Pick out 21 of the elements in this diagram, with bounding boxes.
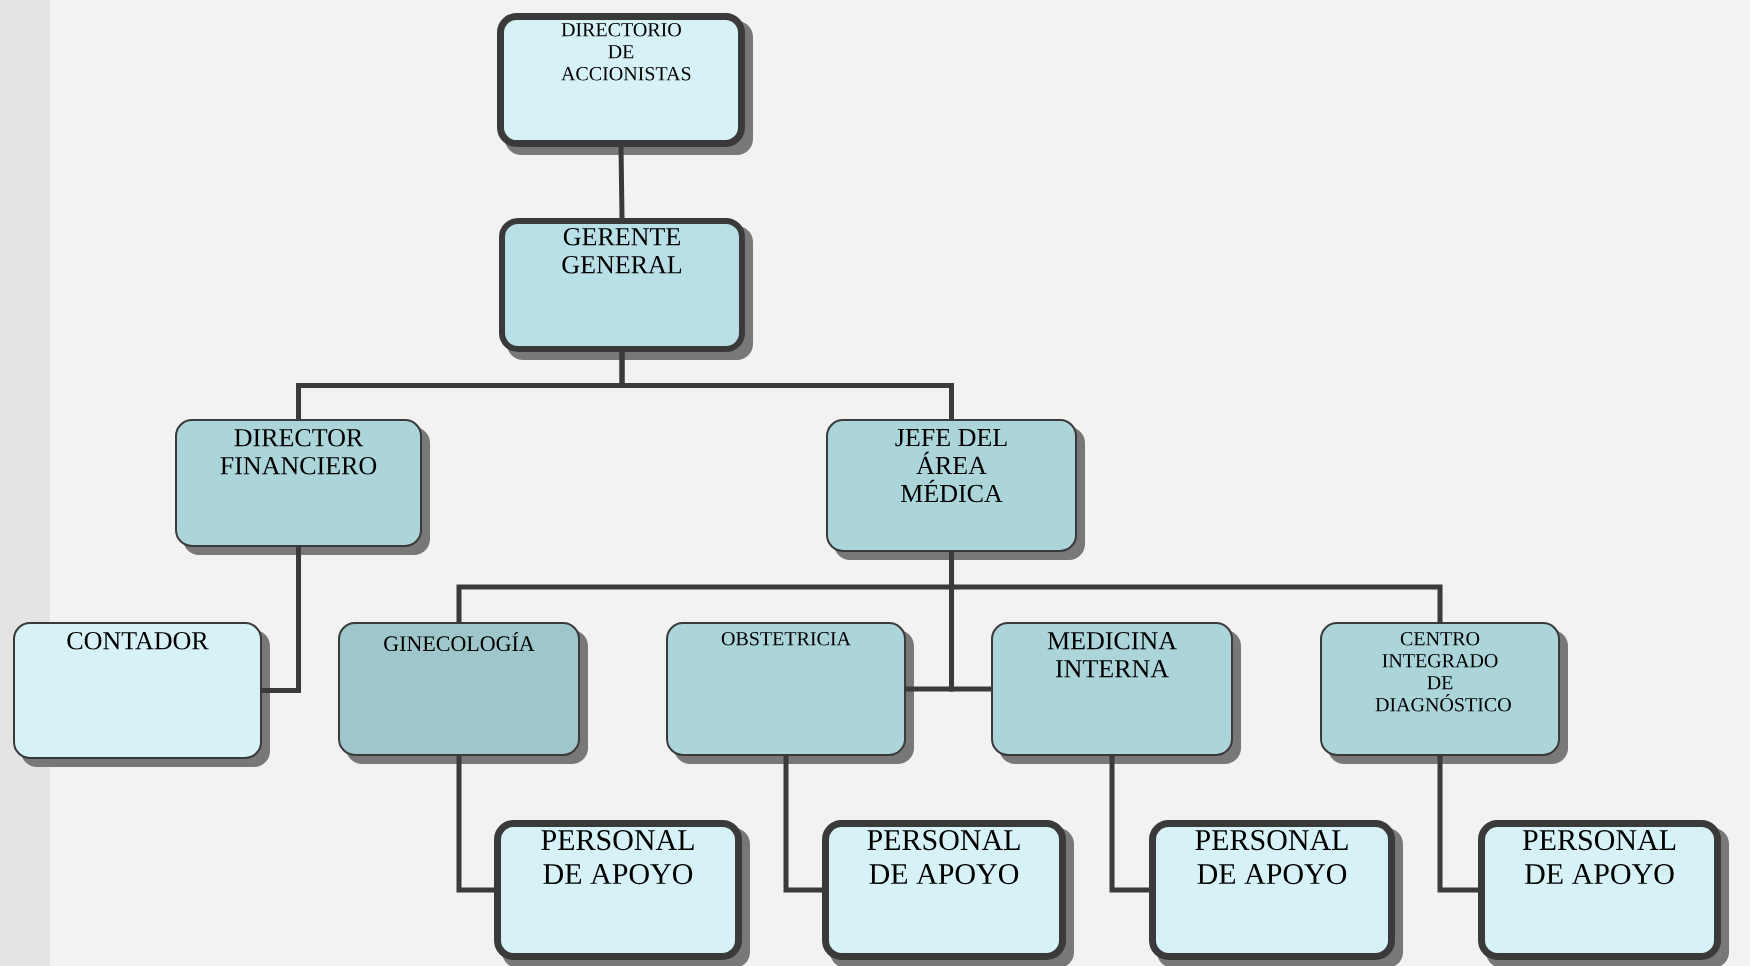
box-with-shadow: CENTRO INTEGRADO DE DIAGNÓSTICO [1320, 622, 1568, 764]
connector-line [1437, 756, 1478, 893]
box-with-shadow: PERSONAL DE APOYO [1149, 820, 1403, 966]
connector-line [949, 552, 1443, 622]
connector-line [619, 352, 954, 419]
connector-line [618, 146, 625, 219]
box-with-shadow: GINECOLOGÍA [338, 622, 588, 764]
box-with-shadow: GERENTE GENERAL [499, 218, 753, 360]
box-with-shadow: OBSTETRICIA [666, 622, 914, 764]
box-with-shadow: DIRECTOR FINANCIERO [175, 419, 430, 555]
box-with-shadow: JEFE DEL ÁREA MÉDICA [826, 419, 1085, 560]
box-with-shadow: MEDICINA INTERNA [991, 622, 1241, 764]
connector-line [456, 756, 494, 893]
box-with-shadow: PERSONAL DE APOYO [494, 820, 750, 966]
box-with-shadow: CONTADOR [13, 622, 270, 767]
box-with-shadow: PERSONAL DE APOYO [822, 820, 1074, 966]
connector-line [1109, 756, 1149, 893]
box-with-shadow: PERSONAL DE APOYO [1478, 820, 1729, 966]
connector-line [262, 547, 301, 693]
connector-line [783, 756, 822, 893]
box-with-shadow: DIRECTORIO DE ACCIONISTAS [497, 13, 753, 155]
